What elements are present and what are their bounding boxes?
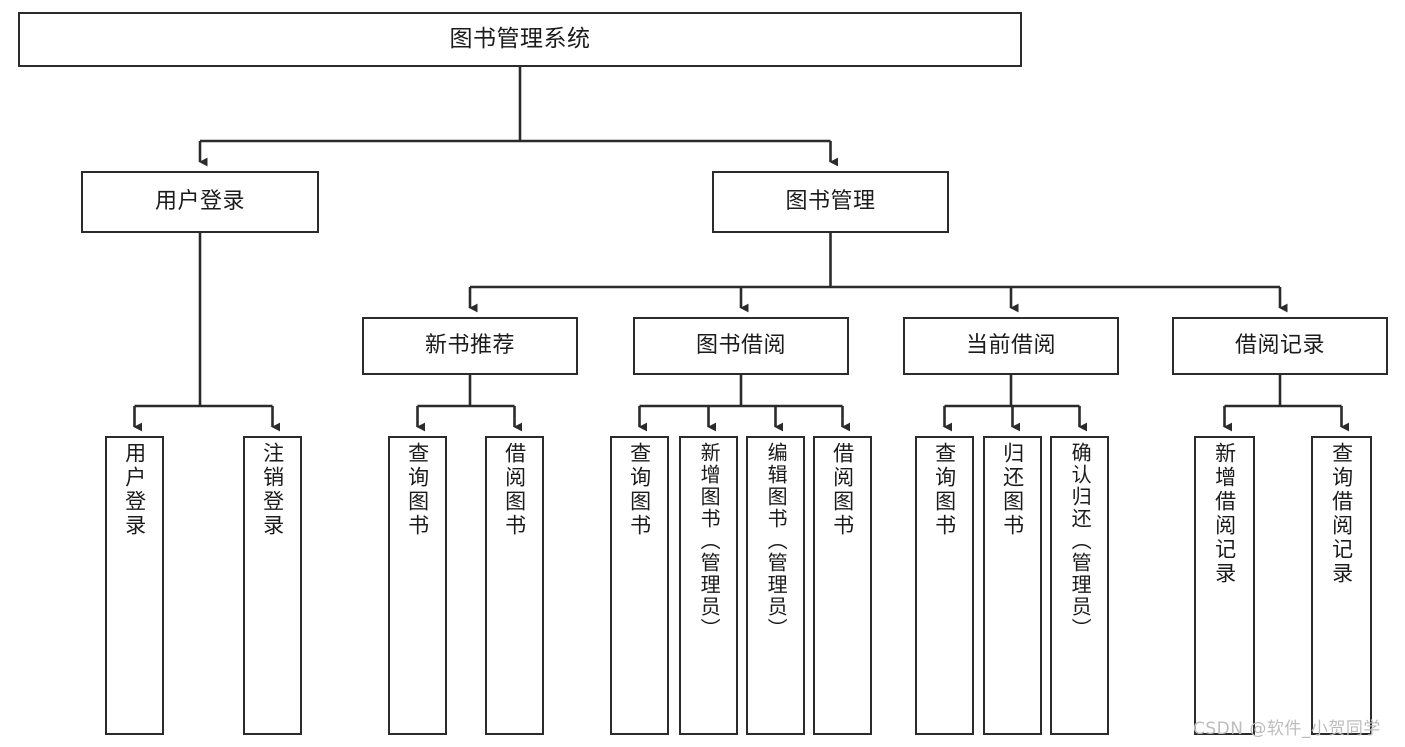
node-borrow-record-label: 借阅记录	[1234, 333, 1325, 359]
node-leaf-return-book[interactable]: 归还图书	[983, 436, 1042, 735]
node-root-label: 图书管理系统	[449, 25, 591, 52]
node-leaf-query-book-2-label: 查询图书	[627, 442, 652, 538]
node-root[interactable]: 图书管理系统	[18, 12, 1022, 67]
csdn-watermark: CSDN @软件_小贺同学	[1193, 719, 1381, 739]
node-leaf-logout[interactable]: 注销登录	[243, 436, 302, 735]
node-leaf-add-book[interactable]: 新增图书（管理员）	[679, 436, 738, 735]
node-leaf-query-record-label: 查询借阅记录	[1329, 442, 1354, 586]
node-book-borrow[interactable]: 图书借阅	[633, 317, 849, 375]
node-leaf-return-book-label: 归还图书	[1000, 442, 1025, 538]
node-leaf-query-book-3[interactable]: 查询图书	[915, 436, 974, 735]
node-leaf-borrow-book-2[interactable]: 借阅图书	[813, 436, 872, 735]
node-user-login[interactable]: 用户登录	[81, 171, 319, 233]
node-book-borrow-label: 图书借阅	[695, 333, 786, 359]
node-current-borrow-label: 当前借阅	[965, 333, 1056, 359]
node-book-manage-label: 图书管理	[785, 189, 876, 215]
node-leaf-confirm-return[interactable]: 确认归还（管理员）	[1050, 436, 1109, 735]
node-leaf-edit-book-label: 编辑图书（管理员）	[764, 442, 789, 640]
node-leaf-add-record-label: 新增借阅记录	[1212, 442, 1237, 586]
node-leaf-query-book-3-label: 查询图书	[932, 442, 957, 538]
node-leaf-query-book-2[interactable]: 查询图书	[610, 436, 669, 735]
node-leaf-add-record[interactable]: 新增借阅记录	[1194, 436, 1255, 735]
node-book-manage[interactable]: 图书管理	[712, 171, 949, 233]
node-new-book-recommend-label: 新书推荐	[424, 333, 515, 359]
node-user-login-label: 用户登录	[154, 189, 245, 215]
node-leaf-edit-book[interactable]: 编辑图书（管理员）	[746, 436, 805, 735]
node-leaf-logout-label: 注销登录	[260, 442, 285, 538]
node-leaf-user-login-label: 用户登录	[122, 442, 147, 538]
node-leaf-query-book-1[interactable]: 查询图书	[388, 436, 447, 735]
node-leaf-add-book-label: 新增图书（管理员）	[697, 442, 722, 640]
node-leaf-query-record[interactable]: 查询借阅记录	[1311, 436, 1372, 735]
node-borrow-record[interactable]: 借阅记录	[1172, 317, 1388, 375]
node-leaf-borrow-book-1-label: 借阅图书	[502, 442, 527, 538]
node-leaf-borrow-book-1[interactable]: 借阅图书	[485, 436, 544, 735]
node-new-book-recommend[interactable]: 新书推荐	[362, 317, 578, 375]
node-current-borrow[interactable]: 当前借阅	[903, 317, 1119, 375]
node-leaf-borrow-book-2-label: 借阅图书	[830, 442, 855, 538]
node-leaf-confirm-return-label: 确认归还（管理员）	[1068, 442, 1093, 640]
node-leaf-query-book-1-label: 查询图书	[405, 442, 430, 538]
node-leaf-user-login[interactable]: 用户登录	[105, 436, 164, 735]
